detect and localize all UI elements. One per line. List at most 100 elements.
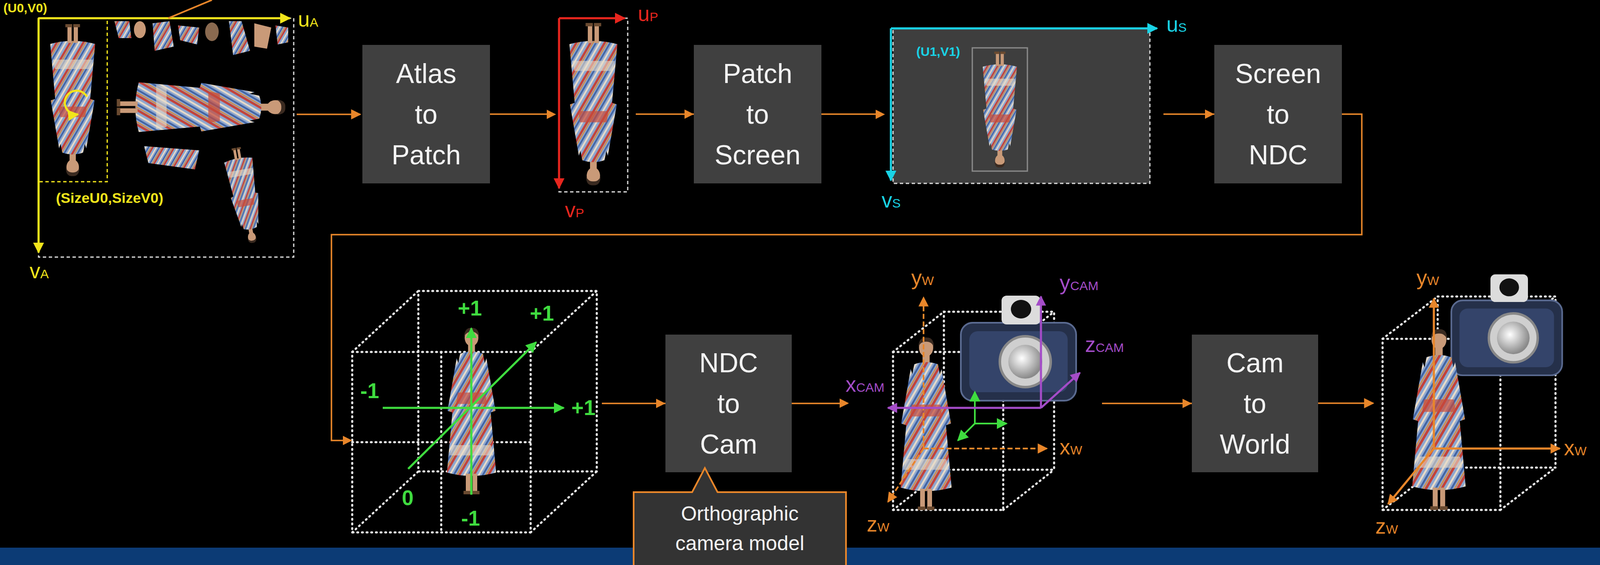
atlas-image-part xyxy=(38,18,108,182)
ndc-cube-part xyxy=(352,291,597,533)
atlas-image-part xyxy=(116,82,286,133)
ndc-cube-part-part xyxy=(352,471,419,533)
axis-label: vP xyxy=(564,198,585,223)
axis-label: xCAM xyxy=(845,372,885,398)
patch-image-part xyxy=(550,12,636,200)
camera-scene xyxy=(839,254,1102,537)
node-text: Atlas to Patch xyxy=(391,53,462,176)
atlas-image-part xyxy=(178,25,200,45)
patch-image-part xyxy=(558,18,561,189)
process-box: NDC to Cam xyxy=(665,334,792,473)
atlas-image-part xyxy=(38,17,290,20)
atlas-image-part xyxy=(144,146,200,170)
atlas-image-part xyxy=(37,18,40,253)
world-scene-part-part xyxy=(1382,296,1438,340)
axis-label: uS xyxy=(1166,12,1187,38)
patch-image-part xyxy=(569,22,618,186)
camera-scene-part xyxy=(960,295,1077,401)
camera-scene-part xyxy=(847,254,1102,537)
world-scene-part xyxy=(1451,274,1563,376)
camera-scene-part xyxy=(900,337,952,511)
screen-image-part xyxy=(893,28,1150,184)
axis-label: yCAM xyxy=(1059,271,1099,296)
arrow-head xyxy=(656,399,666,409)
axis-label: uP xyxy=(637,2,659,27)
world-scene-part xyxy=(1433,448,1560,451)
process-box: Cam to World xyxy=(1191,334,1319,473)
axis-label: vS xyxy=(881,188,901,214)
callout-note: Orthographic camera model xyxy=(632,466,847,565)
axis-label: vA xyxy=(29,259,49,284)
node-text: Cam to World xyxy=(1219,342,1291,465)
screen-image-part xyxy=(890,28,893,181)
screen-image-part xyxy=(875,109,885,120)
world-scene-part xyxy=(1412,329,1466,511)
screen-image-part xyxy=(972,47,1028,172)
process-box: Atlas to Patch xyxy=(362,44,490,184)
screen-image-part xyxy=(982,51,1018,168)
camera-scene-part xyxy=(1040,296,1043,409)
node-text: Orthographic camera model xyxy=(649,499,830,559)
camera-scene-part xyxy=(887,407,1041,410)
atlas-image-part xyxy=(64,90,87,115)
coordinate-label: (U1,V1) xyxy=(916,44,960,60)
node-text: Patch to Screen xyxy=(714,53,801,176)
ndc-cube-part-part xyxy=(418,291,597,472)
world-scene-part-part xyxy=(1500,467,1556,511)
ndc-cube-part-part xyxy=(440,352,443,533)
atlas-image-part xyxy=(296,113,361,116)
axis-label: zW xyxy=(1375,514,1398,540)
axis-label: uA xyxy=(297,7,319,33)
atlas-image-part xyxy=(228,21,251,56)
patch-image-part xyxy=(546,109,557,120)
ndc-cube-part-part xyxy=(352,291,419,353)
process-box: Screen to NDC xyxy=(1214,44,1342,184)
camera-scene-part xyxy=(923,448,1047,450)
coordinate-label: -1 xyxy=(461,506,480,532)
patch-image xyxy=(546,12,636,200)
screen-image-part xyxy=(890,27,1158,30)
coordinate-label: +1 xyxy=(571,396,596,421)
camera-scene-part xyxy=(1040,372,1080,409)
coordinate-label: -1 xyxy=(360,379,379,404)
world-scene-part xyxy=(1433,298,1436,449)
patch-image-part xyxy=(559,18,628,192)
atlas-image-part xyxy=(222,145,268,246)
atlas-image-part xyxy=(152,21,174,51)
arrow-head xyxy=(684,109,694,120)
process-box: Patch to Screen xyxy=(693,44,822,184)
atlas-image-part xyxy=(38,18,294,258)
ndc-cube-part-part xyxy=(530,471,597,533)
ndc-cube-part-part xyxy=(352,352,531,533)
patch-image-part xyxy=(559,17,625,20)
coordinate-label: +1 xyxy=(457,296,482,322)
atlas-image-part xyxy=(114,21,132,39)
camera-scene-part-part xyxy=(1003,470,1055,511)
axis-label: xW xyxy=(1059,435,1083,461)
node-text: Screen to NDC xyxy=(1235,53,1322,176)
arrow-head xyxy=(1204,109,1215,120)
ndc-cube-part xyxy=(349,288,602,535)
atlas-image-part xyxy=(50,24,95,177)
ndc-cube-part xyxy=(446,328,496,495)
coordinate-label: (U0,V0) xyxy=(3,0,48,16)
world-scene-part xyxy=(1318,402,1374,405)
atlas-image-part xyxy=(275,25,289,45)
axis-label: yW xyxy=(911,266,934,291)
atlas-image xyxy=(38,0,361,258)
world-scene xyxy=(1318,274,1563,511)
node-text: NDC to Cam xyxy=(699,342,759,465)
callout-outline xyxy=(633,468,846,565)
coordinate-label: (SizeU0,SizeV0) xyxy=(55,189,164,207)
camera-scene-part xyxy=(957,423,975,441)
screen-image-part xyxy=(881,12,1164,200)
camera-scene-part xyxy=(839,398,849,409)
ndc-cube-part xyxy=(382,407,564,410)
coordinate-label: 0 xyxy=(401,486,414,512)
world-scene-part xyxy=(1388,448,1434,505)
atlas-image-part xyxy=(168,0,212,19)
ndc-cube-part xyxy=(470,328,473,496)
arrow-head xyxy=(1182,399,1192,409)
atlas-image-part xyxy=(254,23,272,49)
ndc-cube-part xyxy=(342,436,353,446)
